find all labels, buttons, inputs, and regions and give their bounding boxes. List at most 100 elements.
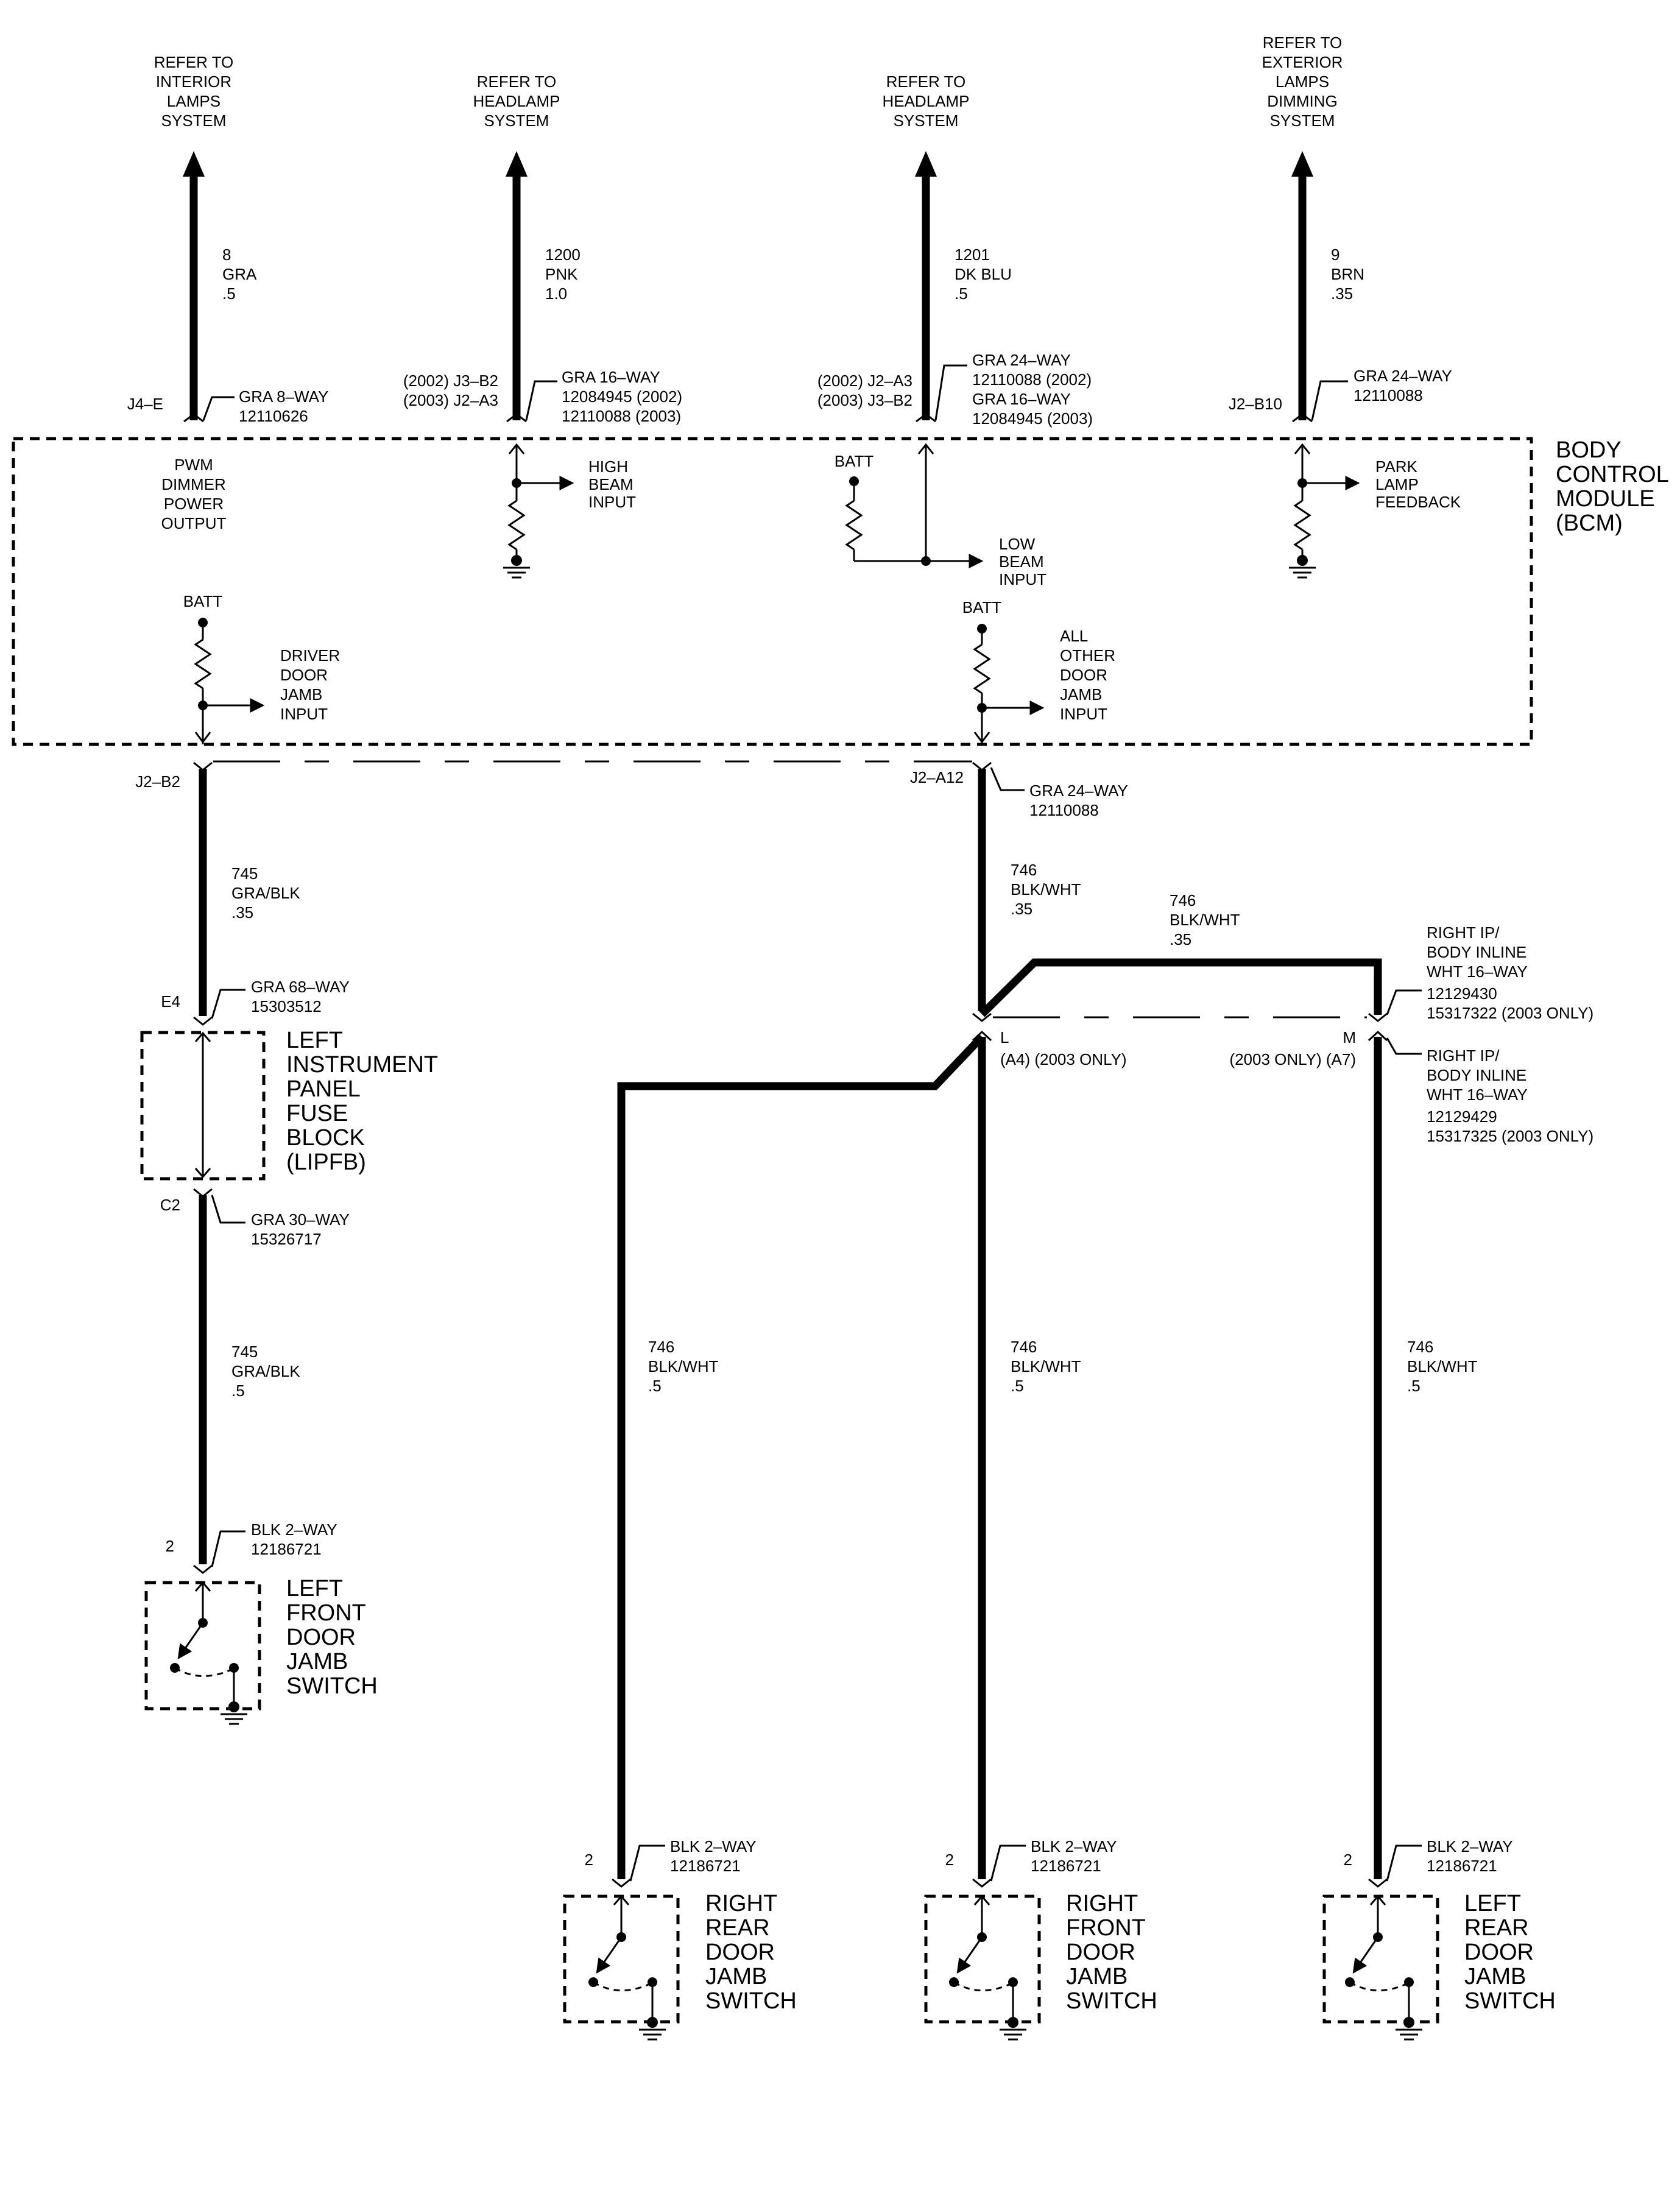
svg-text:LEFT: LEFT (286, 1028, 343, 1053)
svg-text:FEEDBACK: FEEDBACK (1375, 493, 1461, 511)
svg-text:(BCM): (BCM) (1556, 510, 1623, 536)
svg-text:JAMB: JAMB (1066, 1964, 1128, 1989)
svg-text:FRONT: FRONT (286, 1600, 366, 1626)
svg-text:GRA 16–WAY: GRA 16–WAY (972, 390, 1071, 408)
svg-text:FUSE: FUSE (286, 1101, 348, 1126)
svg-text:MODULE: MODULE (1556, 486, 1655, 512)
svg-text:PNK: PNK (545, 265, 578, 283)
driver-door-jamb-input-circuit: BATT DRIVER DOOR JAMB INPUT (183, 592, 340, 744)
svg-text:1201: 1201 (955, 245, 990, 264)
svg-text:746: 746 (1011, 1338, 1037, 1356)
svg-text:15317322 (2003 ONLY): 15317322 (2003 ONLY) (1427, 1004, 1594, 1022)
connector-e4: E4 GRA 68–WAY 15303512 (161, 978, 350, 1026)
svg-text:DOOR: DOOR (1066, 1940, 1135, 1965)
right-rear-door-jamb-switch-label: RIGHT REAR DOOR JAMB SWITCH (705, 1891, 797, 2014)
park-lamp-feedback-circuit: PARK LAMP FEEDBACK (1289, 443, 1461, 579)
svg-text:RIGHT IP/: RIGHT IP/ (1427, 1047, 1500, 1065)
svg-text:746: 746 (1011, 861, 1037, 879)
ref-exterior-lamps-dimming: REFER TO EXTERIOR LAMPS DIMMING SYSTEM (1262, 34, 1343, 130)
lipfb-fuse-block: LEFT INSTRUMENT PANEL FUSE BLOCK (LIPFB) (140, 1028, 438, 1181)
connector-1200: (2002) J3–B2 (2003) J2–A3 GRA 16–WAY 120… (403, 368, 682, 425)
svg-text:JAMB: JAMB (1464, 1964, 1526, 1989)
svg-text:INPUT: INPUT (1060, 705, 1107, 723)
wire-745-upper: 745 GRA/BLK .35 (199, 769, 300, 1016)
left-front-door-jamb-switch-label: LEFT FRONT DOOR JAMB SWITCH (286, 1576, 378, 1699)
svg-text:SWITCH: SWITCH (286, 1673, 378, 1699)
svg-text:GRA 16–WAY: GRA 16–WAY (562, 368, 660, 386)
svg-text:INPUT: INPUT (999, 570, 1046, 588)
svg-text:BLK 2–WAY: BLK 2–WAY (1031, 1837, 1117, 1855)
svg-text:746: 746 (1170, 891, 1196, 909)
svg-text:JAMB: JAMB (280, 685, 322, 704)
svg-text:.5: .5 (1011, 1377, 1024, 1395)
svg-text:(2003) J2–A3: (2003) J2–A3 (403, 391, 498, 409)
left-front-door-jamb-switch (144, 1581, 261, 1725)
svg-text:FRONT: FRONT (1066, 1915, 1146, 1941)
svg-text:BLK 2–WAY: BLK 2–WAY (251, 1520, 337, 1539)
svg-text:2: 2 (945, 1851, 954, 1869)
svg-text:746: 746 (1407, 1338, 1433, 1356)
wire-1200-pnk: 1200 PNK 1.0 (506, 151, 581, 420)
svg-text:REFER TO: REFER TO (1263, 34, 1343, 52)
svg-text:745: 745 (231, 1343, 258, 1361)
svg-text:12110088: 12110088 (1029, 801, 1099, 819)
inline-connector-label-bottom: RIGHT IP/ BODY INLINE WHT 16–WAY 1212942… (1427, 1047, 1594, 1145)
svg-text:DOOR: DOOR (705, 1940, 775, 1965)
svg-text:BLK 2–WAY: BLK 2–WAY (670, 1837, 757, 1855)
svg-text:.35: .35 (231, 903, 253, 922)
connector-j2-a12: J2–A12 GRA 24–WAY 12110088 (910, 761, 1128, 819)
svg-text:(LIPFB): (LIPFB) (286, 1149, 366, 1175)
wire-746-left-rear: 746 BLK/WHT .5 (1374, 1037, 1478, 1879)
svg-text:.35: .35 (1170, 930, 1191, 948)
svg-text:BLK/WHT: BLK/WHT (1011, 1357, 1081, 1375)
svg-text:1200: 1200 (545, 245, 581, 264)
svg-text:J2–B2: J2–B2 (135, 772, 180, 791)
svg-text:HIGH: HIGH (588, 457, 628, 476)
svg-text:745: 745 (231, 864, 258, 883)
svg-text:GRA 68–WAY: GRA 68–WAY (251, 978, 350, 996)
connector-lr-switch: 2 BLK 2–WAY 12186721 (1344, 1837, 1513, 1888)
ref-headlamp-1: REFER TO HEADLAMP SYSTEM (473, 72, 560, 130)
svg-text:JAMB: JAMB (705, 1964, 767, 1989)
right-front-door-jamb-switch (924, 1894, 1041, 2041)
svg-text:DOOR: DOOR (280, 666, 328, 684)
svg-text:BODY INLINE: BODY INLINE (1427, 1066, 1526, 1084)
svg-text:12186721: 12186721 (670, 1857, 741, 1875)
svg-text:2: 2 (166, 1537, 174, 1555)
connector-lf-switch: 2 BLK 2–WAY 12186721 (166, 1520, 337, 1574)
svg-text:BLOCK: BLOCK (286, 1125, 365, 1151)
all-other-door-jamb-input-circuit: BATT ALL OTHER DOOR JAMB INPUT (962, 598, 1115, 744)
svg-text:12084945 (2003): 12084945 (2003) (972, 409, 1093, 428)
wire-746-to-inline-m: 746 BLK/WHT .35 (979, 891, 1382, 1017)
svg-text:INPUT: INPUT (280, 705, 328, 723)
high-beam-input-circuit: HIGH BEAM INPUT (503, 443, 636, 579)
svg-text:REFER TO: REFER TO (886, 72, 966, 91)
svg-text:GRA 24–WAY: GRA 24–WAY (1029, 782, 1128, 800)
svg-text:DIMMING: DIMMING (1267, 92, 1338, 110)
svg-text:(2002) J2–A3: (2002) J2–A3 (817, 372, 912, 390)
svg-text:12110088 (2003): 12110088 (2003) (562, 407, 681, 425)
svg-text:DOOR: DOOR (286, 1625, 356, 1650)
svg-text:GRA: GRA (222, 265, 257, 283)
bcm-boundary (12, 437, 1533, 746)
svg-text:INPUT: INPUT (588, 493, 636, 511)
svg-text:WHT 16–WAY: WHT 16–WAY (1427, 962, 1528, 981)
svg-text:DRIVER: DRIVER (280, 646, 340, 665)
left-rear-door-jamb-switch-label: LEFT REAR DOOR JAMB SWITCH (1464, 1891, 1556, 2014)
svg-text:GRA 24–WAY: GRA 24–WAY (972, 351, 1071, 369)
svg-text:12110088 (2002): 12110088 (2002) (972, 370, 1092, 389)
connector-1201: (2002) J2–A3 (2003) J3–B2 GRA 24–WAY 121… (817, 351, 1093, 428)
wire-745-lower: 745 GRA/BLK .5 (199, 1195, 300, 1564)
svg-text:2: 2 (585, 1851, 593, 1869)
right-ip-body-inline-connector: L (A4) (2003 ONLY) M (2003 ONLY) (A7) (972, 989, 1422, 1068)
svg-text:HEADLAMP: HEADLAMP (882, 92, 969, 110)
svg-text:HEADLAMP: HEADLAMP (473, 92, 560, 110)
svg-text:RIGHT IP/: RIGHT IP/ (1427, 923, 1500, 942)
svg-text:15326717: 15326717 (251, 1230, 322, 1248)
svg-text:BATT: BATT (835, 452, 874, 470)
svg-text:CONTROL: CONTROL (1556, 462, 1669, 487)
svg-text:EXTERIOR: EXTERIOR (1262, 53, 1343, 71)
svg-text:J4–E: J4–E (127, 395, 163, 413)
svg-text:E4: E4 (161, 992, 180, 1011)
svg-text:BLK 2–WAY: BLK 2–WAY (1427, 1837, 1513, 1855)
